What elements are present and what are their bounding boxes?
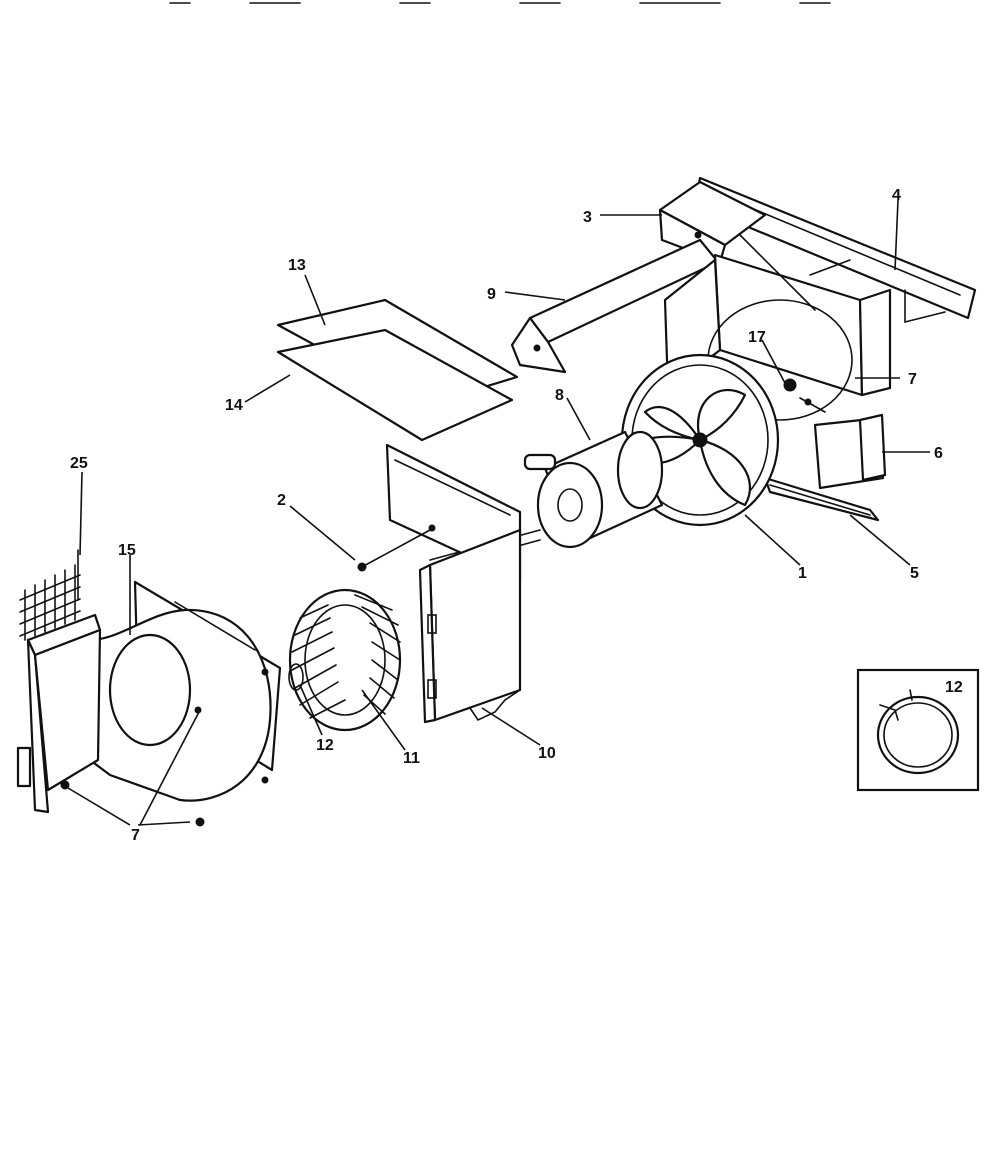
callout-7-bottom: 7 — [131, 827, 140, 844]
callout-9: 9 — [487, 286, 496, 303]
callout-25: 25 — [70, 455, 88, 472]
part-11-blower-wheel — [288, 588, 402, 732]
callout-17: 17 — [748, 329, 766, 346]
fan-shroud-housing — [663, 234, 892, 421]
callout-13: 13 — [288, 257, 306, 274]
part-7-screws-bottom — [60, 780, 205, 827]
part-5-base-strip — [763, 476, 880, 522]
callout-8: 8 — [555, 387, 564, 404]
part-6-bracket — [813, 413, 887, 490]
callout-6: 6 — [934, 445, 943, 462]
callout-10: 10 — [538, 745, 556, 762]
callout-5: 5 — [910, 565, 919, 582]
part-10-control-panel — [418, 528, 522, 724]
part-8-motor — [429, 430, 664, 571]
callout-7-right: 7 — [908, 371, 917, 388]
inset-detail-part-12: 12 — [856, 668, 980, 792]
callout-14: 14 — [225, 397, 243, 414]
part-25-mesh-panel — [16, 549, 102, 814]
callout-2: 2 — [277, 492, 286, 509]
part-2-screw — [357, 524, 436, 572]
part-17-fastener — [783, 378, 826, 413]
inset-callout-12: 12 — [945, 679, 963, 696]
callout-1: 1 — [798, 565, 807, 582]
callout-15: 15 — [118, 542, 136, 559]
part-14-insulation — [276, 328, 514, 442]
callout-3: 3 — [583, 209, 592, 226]
callout-11: 11 — [403, 750, 420, 767]
part-12-clamp — [288, 663, 304, 691]
part-15-scroll-housing — [68, 580, 282, 802]
leader-lines — [79, 199, 930, 826]
callout-12: 12 — [316, 737, 334, 754]
callout-labels: 1 2 3 4 5 6 7 7 8 9 10 11 12 13 14 15 17… — [70, 187, 943, 844]
callout-4: 4 — [892, 187, 901, 204]
part-9-strap — [510, 238, 720, 374]
mesh-grid — [19, 549, 81, 641]
